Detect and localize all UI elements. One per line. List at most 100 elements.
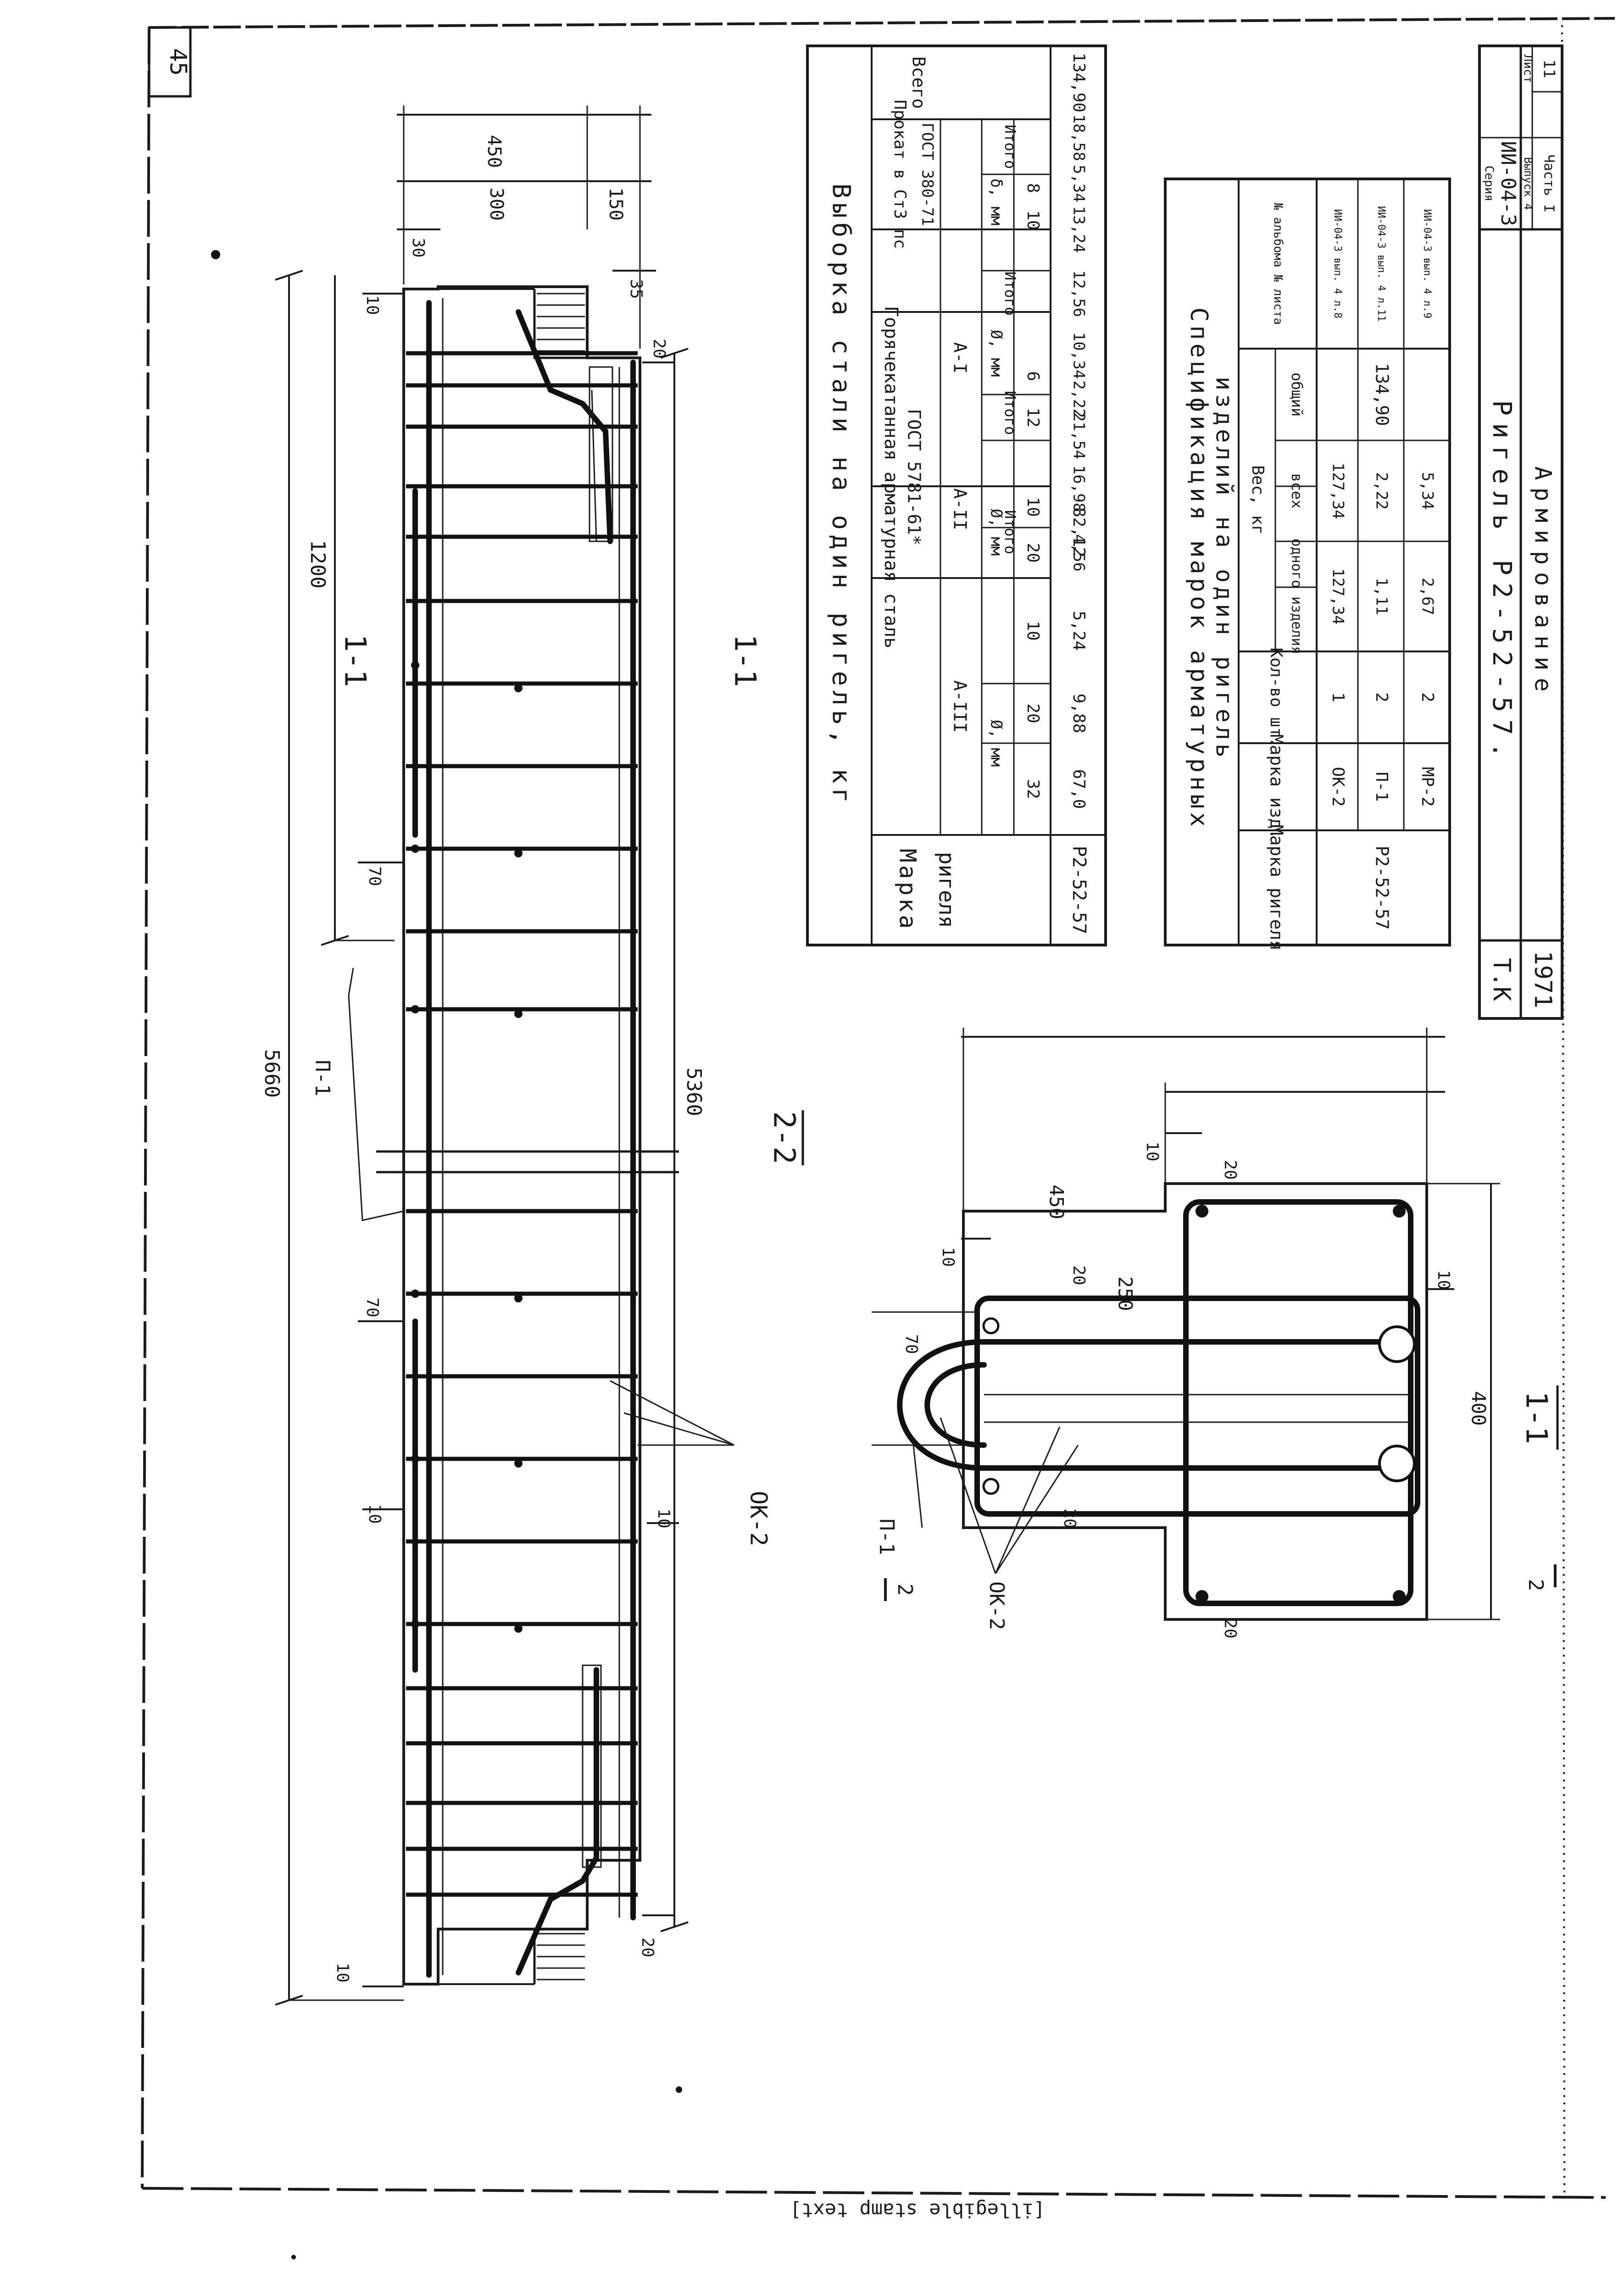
bottom-strip-text: [illegible stamp text] (790, 2199, 1045, 2222)
dim-1200: 1200 (306, 540, 329, 589)
dim-sec-450: 450 (1046, 1185, 1068, 1219)
bar-dots (411, 661, 523, 1633)
table2-h-kol: Кол-во шт. (1267, 648, 1285, 747)
dim-5360: 5360 (682, 1068, 706, 1116)
bar-section (1378, 1445, 1416, 1482)
titleblock-chast: Часть I (1541, 155, 1557, 212)
table2-r2-vseh: 2,22 (1373, 472, 1391, 510)
speck (676, 2086, 682, 2093)
beam-elevation (376, 285, 679, 1986)
cut-mark-right-2: 2 (1524, 1579, 1547, 1591)
table1-h-dia-a1: Ø, мм (987, 330, 1006, 377)
table1-total: 134,90 (1069, 53, 1088, 112)
speck (211, 250, 220, 259)
titleblock-tk: Т.К (1488, 958, 1515, 1001)
table2-h-ves: Вес, кг (1248, 465, 1267, 535)
table1-size-8: 8 (1023, 183, 1042, 193)
table1-size-6: 6 (1023, 371, 1042, 381)
table2-total: 134,90 (1372, 363, 1392, 426)
titleblock-subtitle: Армирование (1530, 466, 1557, 699)
sheet-number: 45 (165, 48, 192, 76)
bar-section (1378, 1325, 1416, 1363)
titleblock-seria-label: Серия (1482, 166, 1496, 201)
titleblock-seria: ИИ-04-3 (1496, 141, 1520, 226)
bar-section (1393, 1590, 1406, 1603)
dim-300: 300 (486, 188, 507, 221)
table1-h-marka: Марка (895, 849, 921, 932)
dim-sec-20-b: 20 (1069, 1265, 1088, 1285)
table1-v32: 67,0 (1069, 769, 1088, 809)
dim-10-top: 10 (363, 295, 382, 315)
cross-section (872, 1028, 1557, 1621)
table1-title: Выборка стали на один ригель, кг (827, 184, 856, 807)
dim-20-bottom: 20 (638, 1937, 657, 1957)
bar-section (1393, 1205, 1406, 1218)
table1-it-a1: 12,56 (1070, 270, 1088, 317)
elevation-dimensions (275, 106, 734, 2006)
dim-sec-20-d: 20 (1221, 1619, 1240, 1638)
table1-v12: 2,22 (1070, 380, 1088, 418)
table1-it-pr: 18,58 (1070, 114, 1088, 161)
dim-450: 450 (484, 135, 505, 168)
sheet-frame (141, 17, 1615, 2199)
table2-h-odnogo: одного изделия (1289, 539, 1305, 655)
bar-section (982, 1478, 1000, 1495)
title-block-texts: Т.К 1971 Ригель Р2-52-57. Армирование Се… (1482, 55, 1558, 1008)
callout-ok2-main: ОК-2 (745, 1491, 772, 1546)
table1-h-dia-a2: Ø, мм (987, 509, 1006, 556)
table1-it-a2: 21,54 (1070, 412, 1088, 459)
table2-h-marka-rig: Марка ригеля (1267, 825, 1287, 951)
table1-v20b: 4,56 (1070, 534, 1088, 572)
titleblock-name: Ригель Р2-52-57. (1487, 400, 1517, 765)
table1-d10: 13,24 (1070, 206, 1088, 253)
callout-sec-ok2: ОК-2 (985, 1581, 1008, 1630)
dim-10-bottom: 10 (333, 1963, 352, 1982)
table1-v6: 10,34 (1070, 332, 1088, 379)
dim-sec-10-a: 10 (1143, 1141, 1162, 1161)
table2-r2-album: ИИ-04-3 вып. 4 л.11 (1375, 206, 1387, 322)
section-texts: 450 250 400 10 10 10 20 20 20 20 70 1-1 … (875, 1141, 1559, 1639)
table2-r2-kol: 2 (1372, 692, 1391, 702)
table1-v10b: 16,98 (1070, 465, 1088, 512)
table2-h-vseh: всех (1288, 473, 1306, 508)
table2-r3-vseh: 5,34 (1418, 472, 1437, 510)
table1-size-20: 20 (1023, 703, 1042, 723)
table1-d8: 5,34 (1070, 165, 1088, 202)
dim-70-a: 70 (365, 866, 384, 886)
table1-size-10b: 10 (1023, 497, 1042, 517)
table1-v20: 9,88 (1069, 694, 1088, 734)
table1-h-itogo-a3: Итого (1001, 510, 1019, 554)
view-label-1-1-bottom: 1-1 (728, 634, 762, 687)
cut-mark-left-2: 2 (893, 1584, 917, 1596)
table1-h-hot-rolled: Горячекатанная арматурная сталь (880, 306, 901, 649)
table1-h-gost: ГОСТ 5781-61* (904, 409, 924, 545)
elevation-dim-texts: 5660 5360 1200 450 300 150 30 10 35 20 7… (260, 135, 804, 1983)
title-block (1478, 44, 1563, 1020)
titleblock-list: 11 (1540, 60, 1558, 78)
table2-title2: изделий на один ригель (1211, 377, 1238, 761)
table2-r3-izd: МР-2 (1418, 767, 1437, 807)
dim-20-top: 20 (650, 339, 668, 358)
table1-h-itogo-pr: Итого (1001, 125, 1019, 169)
table-specification (1164, 178, 1451, 946)
table2-r1-album: ИИ-04-3 вып. 4 л.8 (1332, 209, 1343, 318)
titleblock-year: 1971 (1529, 951, 1557, 1008)
table-steel-selection (806, 44, 1107, 946)
dim-sec-10-c: 10 (1434, 1270, 1453, 1290)
table1-size-32: 32 (1023, 779, 1042, 799)
hatch-top (533, 289, 587, 359)
sheet-number-box: 45 (148, 26, 192, 98)
titleblock-list-label: Лист (1521, 55, 1535, 83)
table2-r1-odnogo: 127,34 (1329, 568, 1347, 625)
table2-r2-odnogo: 1,11 (1373, 578, 1391, 615)
table2-texts: Спецификация марок арматурных изделий на… (1185, 203, 1437, 951)
table2-r1-kol: 1 (1329, 692, 1347, 702)
table2-h-marka-izd: Марка изд. (1267, 734, 1287, 840)
table2-h-obshiy: общий (1288, 373, 1306, 417)
table1-it-a3: 82,12 (1069, 507, 1088, 557)
table1-size-20b: 20 (1023, 543, 1042, 562)
hatch-bottom (533, 1928, 587, 1984)
dim-10-right: 10 (654, 1508, 673, 1528)
callout-p1-top: П-1 (311, 1060, 334, 1096)
table1-h-itogo-a2: Итого (1001, 391, 1019, 435)
